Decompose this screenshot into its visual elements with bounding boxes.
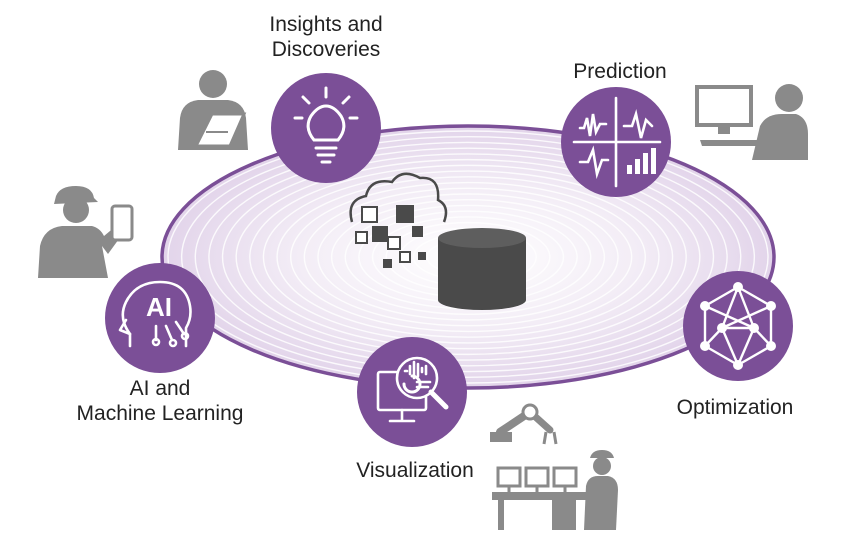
- ripple-ring: [290, 181, 646, 333]
- insights-label-line2: Discoveries: [271, 38, 381, 61]
- optimization-label-line1: Optimization: [676, 396, 794, 419]
- ai-label: AI and Machine Learning: [40, 376, 280, 426]
- prediction-label: Prediction: [540, 59, 700, 84]
- ai-node: AI: [105, 263, 215, 373]
- person-with-tablet-icon: [178, 70, 248, 150]
- network-icon: [700, 282, 776, 370]
- ripple-ring: [180, 136, 756, 378]
- ripple-ring: [262, 170, 674, 344]
- visualization-label: Visualization: [330, 458, 500, 483]
- ai-label-line1: AI and: [129, 377, 191, 400]
- ripple-ring: [167, 130, 769, 384]
- svg-text:AI: AI: [146, 292, 172, 322]
- visualization-label-line1: Visualization: [356, 459, 474, 482]
- ripple-ring: [221, 153, 715, 361]
- ripple-rings: [167, 130, 769, 384]
- magnifier-chart-icon: [376, 356, 449, 423]
- insights-node: [271, 73, 381, 183]
- factory-robot-icon: [490, 403, 618, 530]
- ripple-ring: [194, 141, 742, 373]
- optimization-label: Optimization: [650, 395, 820, 420]
- ripple-ring: [208, 147, 728, 367]
- prediction-node: [561, 87, 671, 197]
- ripple-ring: [303, 187, 633, 327]
- ripple-ring: [317, 193, 619, 321]
- ripple-ring: [235, 158, 701, 356]
- lightbulb-icon: [293, 86, 359, 164]
- signal-charts-icon: [572, 96, 662, 188]
- database-cloud-icon: [349, 172, 526, 310]
- insights-label: Insights and Discoveries: [246, 12, 406, 62]
- ripple-ring: [276, 176, 660, 338]
- insights-label-line1: Insights and: [269, 13, 383, 36]
- ai-head-icon: AI: [118, 280, 192, 348]
- visualization-node: [357, 337, 467, 447]
- worker-with-phone-icon: [38, 186, 134, 278]
- ai-label-line2: Machine Learning: [76, 402, 244, 425]
- person-at-computer-icon: [695, 84, 808, 160]
- prediction-label-line1: Prediction: [573, 60, 667, 83]
- optimization-node: [683, 271, 793, 381]
- ripple-ring: [249, 164, 687, 350]
- ripple-ring: [330, 199, 606, 315]
